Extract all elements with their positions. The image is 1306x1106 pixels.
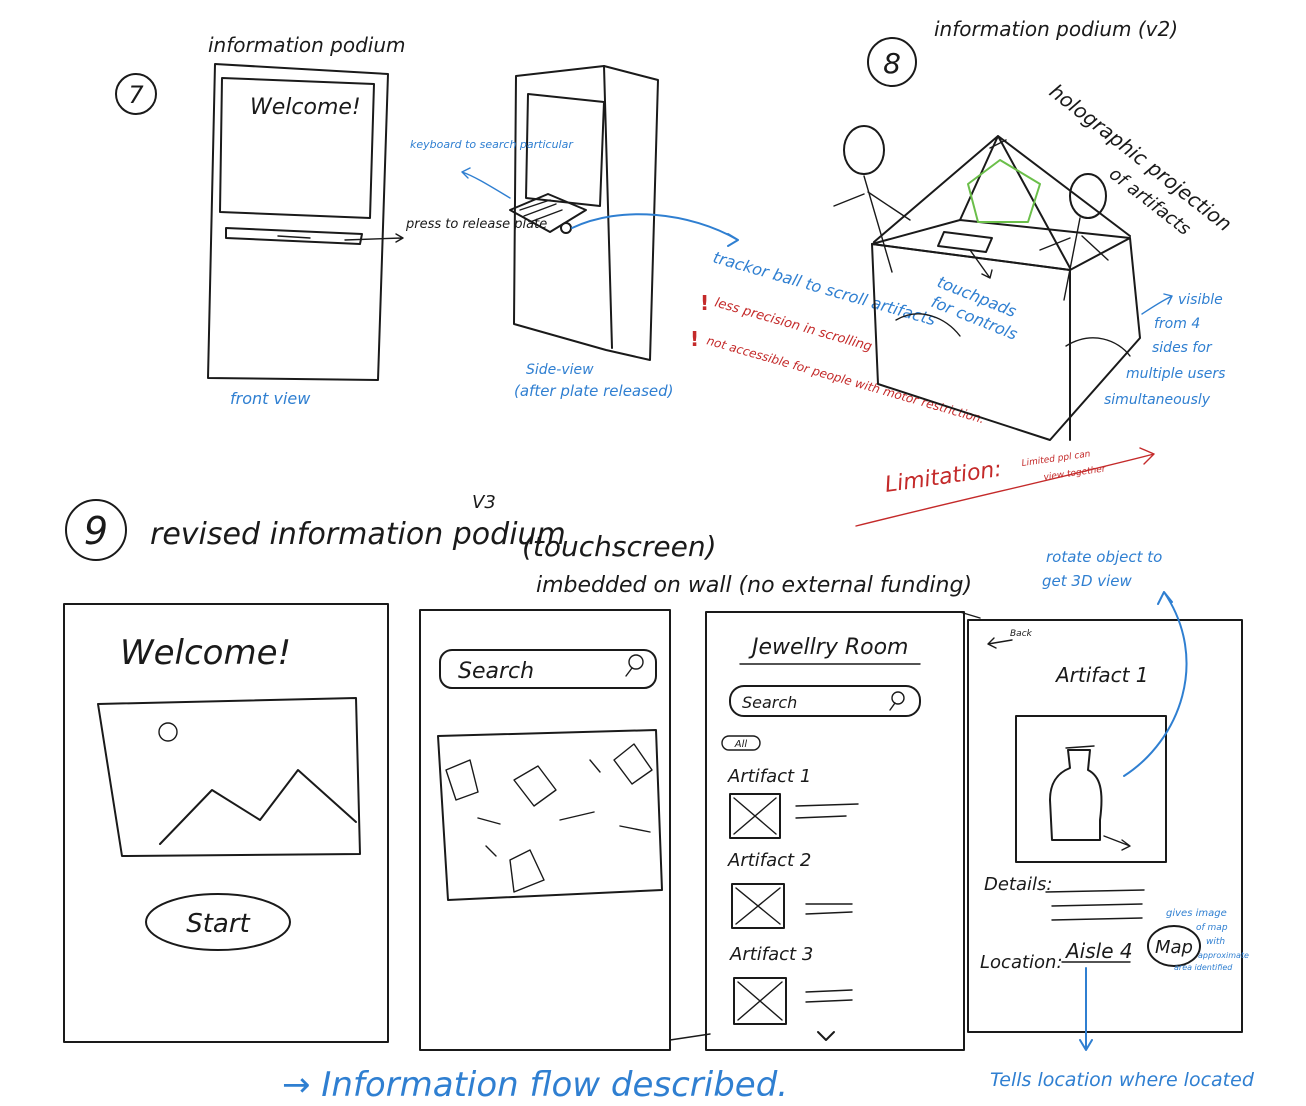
sketch-9: 9 revised information podium V3 (touchsc… <box>65 492 1162 598</box>
location-note: Tells location where located <box>990 1069 1255 1091</box>
sketch-9-version: V3 <box>472 492 496 513</box>
map-button[interactable] <box>1147 925 1201 967</box>
limitation-text-1: Limited ppl can <box>1021 449 1091 469</box>
back-button[interactable]: Back <box>987 629 1033 649</box>
visible-note-2: from 4 <box>1154 316 1200 332</box>
screen-welcome-title: Welcome! <box>120 633 291 673</box>
start-button-label: Start <box>186 909 250 939</box>
scroll-down-chevron-icon[interactable] <box>817 1031 835 1041</box>
screen-detail-frame <box>967 619 1243 1033</box>
kiosk-plate-slot <box>225 227 363 245</box>
kiosk-side-keyboard <box>509 193 587 233</box>
back-button-label: Back <box>1010 629 1033 639</box>
sketch-8-number: 8 <box>883 47 901 80</box>
map-search-input[interactable] <box>439 649 657 689</box>
kiosk-side-outline <box>513 65 659 361</box>
side-view-caption-2: (after plate released) <box>514 382 674 400</box>
artifact-item-1-label: Artifact 1 <box>727 766 811 787</box>
sketch-9-subtitle-2: imbedded on wall (no external funding) <box>536 573 972 598</box>
details-label: Details: <box>984 874 1052 895</box>
screen-room-frame <box>705 611 965 1051</box>
screen-artifact-detail: Back Artifact 1 Details: Location: Aisle… <box>967 591 1249 1051</box>
keyboard-note: keyboard to search particular <box>410 138 574 151</box>
touchpad-icon <box>937 231 993 253</box>
screen-room-list: Jewellry Room Search All Artifact 1 Arti… <box>669 611 981 1051</box>
location-value: Aisle 4 <box>1064 939 1133 963</box>
sketch-9-subtitle: (touchscreen) <box>522 530 717 563</box>
map-room-1[interactable] <box>445 759 479 801</box>
welcome-image-placeholder <box>97 697 361 857</box>
information-flow-note: → Information flow described. <box>282 1065 788 1105</box>
map-note-2: of map <box>1196 923 1228 933</box>
front-view-caption: front view <box>230 389 311 408</box>
sketch-7: 7 information podium Welcome! press to r… <box>115 33 986 426</box>
museum-map-area <box>437 729 663 901</box>
rotate-note-1: rotate object to <box>1046 548 1162 566</box>
map-room-2[interactable] <box>513 765 557 807</box>
search-icon <box>889 691 905 711</box>
map-search-placeholder: Search <box>458 659 534 684</box>
limitation-label: Limitation: <box>883 457 1003 498</box>
visible-note-5: simultaneously <box>1104 392 1211 408</box>
map-note-4: approximate <box>1198 951 1249 960</box>
location-arrow <box>1079 967 1093 1051</box>
map-button-label: Map <box>1155 937 1193 958</box>
screen-map-frame <box>419 609 671 1051</box>
artifact-3d-viewer[interactable] <box>1015 715 1167 863</box>
filter-chip-label: All <box>734 739 748 750</box>
trackball-icon <box>560 222 572 234</box>
issue-mark-2: ! <box>690 327 699 351</box>
kiosk-front-outline <box>207 63 389 381</box>
screen-map: Search <box>419 609 671 1051</box>
press-to-release-note: press to release plate <box>405 217 547 232</box>
room-title: Jewellry Room <box>748 635 908 660</box>
holo-pyramid <box>873 135 1131 269</box>
user-figure-left <box>843 125 885 175</box>
map-room-4[interactable] <box>509 849 545 893</box>
search-icon <box>625 654 644 677</box>
map-room-3[interactable] <box>613 743 653 785</box>
rotate-arrow <box>1123 591 1188 777</box>
map-note-1: gives image <box>1166 908 1227 919</box>
sketch-8-title: information podium (v2) <box>934 17 1178 41</box>
location-label: Location: <box>980 952 1063 973</box>
start-button[interactable] <box>145 893 291 951</box>
artifact-item-2-thumbnail[interactable] <box>731 883 785 929</box>
visible-note-3: sides for <box>1152 340 1213 356</box>
user-figure-right <box>1069 173 1107 219</box>
artifact-vase-icon <box>1049 749 1103 841</box>
filter-chip-all[interactable] <box>721 735 761 751</box>
holo-artifact-shape <box>967 159 1041 223</box>
rotate-note-2: get 3D view <box>1042 572 1133 590</box>
room-search-input[interactable] <box>729 685 921 717</box>
artifact-title: Artifact 1 <box>1054 663 1149 687</box>
sketch-9-title: revised information podium <box>150 517 566 552</box>
visible-note-4: multiple users <box>1126 366 1225 382</box>
sketch-9-number: 9 <box>84 509 108 553</box>
map-note-3: with <box>1206 937 1225 947</box>
sketch-7-title: information podium <box>208 33 405 57</box>
map-note-5: area identified <box>1174 963 1233 972</box>
artifact-item-1-thumbnail[interactable] <box>729 793 781 839</box>
kiosk-front-screen <box>219 77 375 219</box>
artifact-item-2-label: Artifact 2 <box>727 850 811 871</box>
visible-note-1: visible <box>1178 292 1223 308</box>
sketch-7-number: 7 <box>128 81 144 109</box>
side-view-caption-1: Side-view <box>526 362 594 378</box>
sketch-8: 8 information podium (v2) touchpads for … <box>833 17 1237 527</box>
issue-mark-1: ! <box>700 291 709 315</box>
screen-welcome-frame <box>63 603 389 1043</box>
artifact-item-3-label: Artifact 3 <box>729 944 813 965</box>
artifact-item-3-thumbnail[interactable] <box>733 977 787 1025</box>
kiosk-screen-welcome: Welcome! <box>250 95 361 120</box>
room-search-placeholder: Search <box>742 693 797 712</box>
screen-welcome: Welcome! Start <box>63 603 389 1043</box>
holo-note-1: holographic projection <box>1045 79 1237 236</box>
